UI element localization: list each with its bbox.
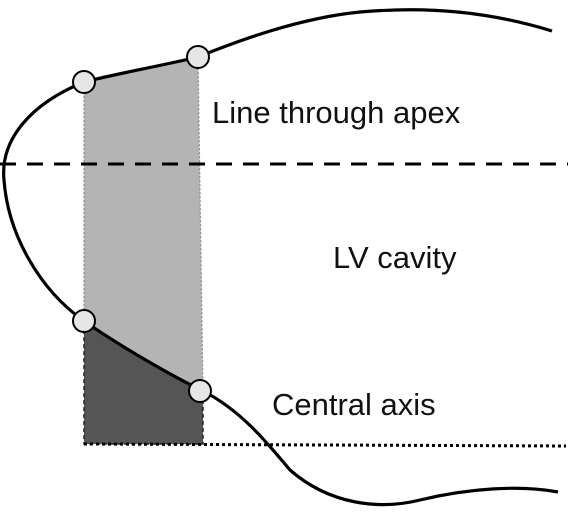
marker-lower-right [188,379,212,403]
lv-cavity-label: LV cavity [333,240,457,275]
central-axis-label: Central axis [272,387,436,422]
lv-contour-curve [2,8,559,507]
marker-upper-right [186,45,210,69]
marker-lower-left [72,309,96,333]
apex-line-label: Line through apex [212,95,461,130]
marker-upper-left [72,70,96,94]
central-axis-line [83,442,567,448]
